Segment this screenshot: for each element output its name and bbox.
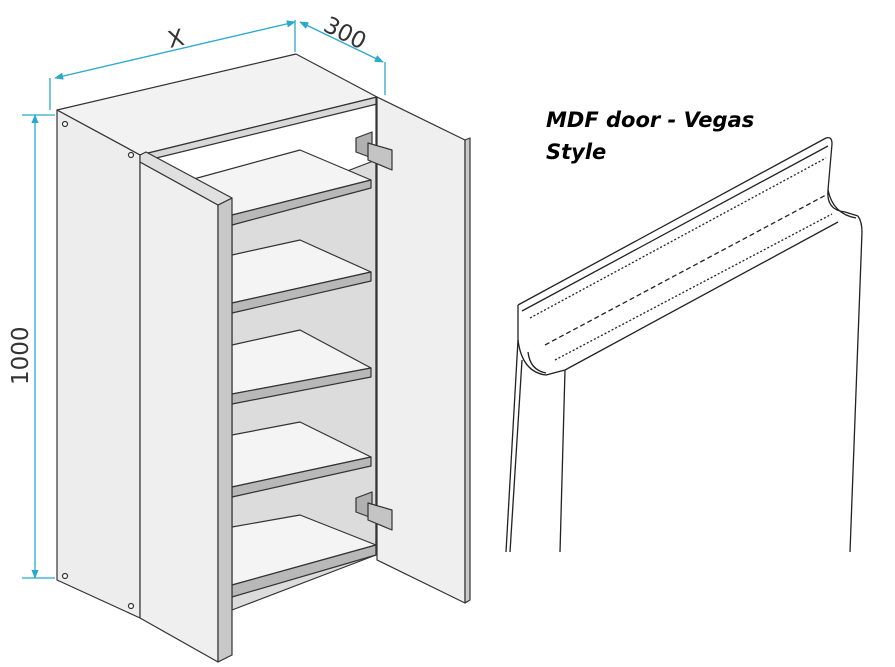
left-door — [139, 161, 219, 663]
left-side-panel — [56, 109, 141, 619]
mounting-holes — [61, 120, 135, 610]
width-dimension-line — [54, 20, 296, 80]
left-door-top-edge — [139, 151, 233, 206]
right-door-edge — [464, 137, 471, 604]
hinge-lower — [355, 491, 393, 531]
door-top-lip — [517, 136, 833, 306]
caption-line-1: MDF door - Vegas — [546, 108, 755, 132]
left-door-edge — [217, 197, 233, 663]
height-label: 1000 — [8, 326, 34, 385]
hinge-upper — [355, 131, 393, 171]
dimension-lines — [22, 20, 386, 579]
door-front-line — [559, 369, 566, 553]
caption-line-2: Style — [546, 140, 607, 164]
depth-dimension-line — [299, 21, 384, 63]
width-label: X — [166, 25, 187, 54]
door-detail — [505, 136, 863, 553]
door-left-edge — [505, 339, 519, 553]
cabinet — [56, 53, 471, 663]
door-caption: MDF door - Vegas Style — [546, 104, 806, 168]
door-right-edge — [849, 215, 863, 553]
depth-label: 300 — [319, 12, 370, 55]
